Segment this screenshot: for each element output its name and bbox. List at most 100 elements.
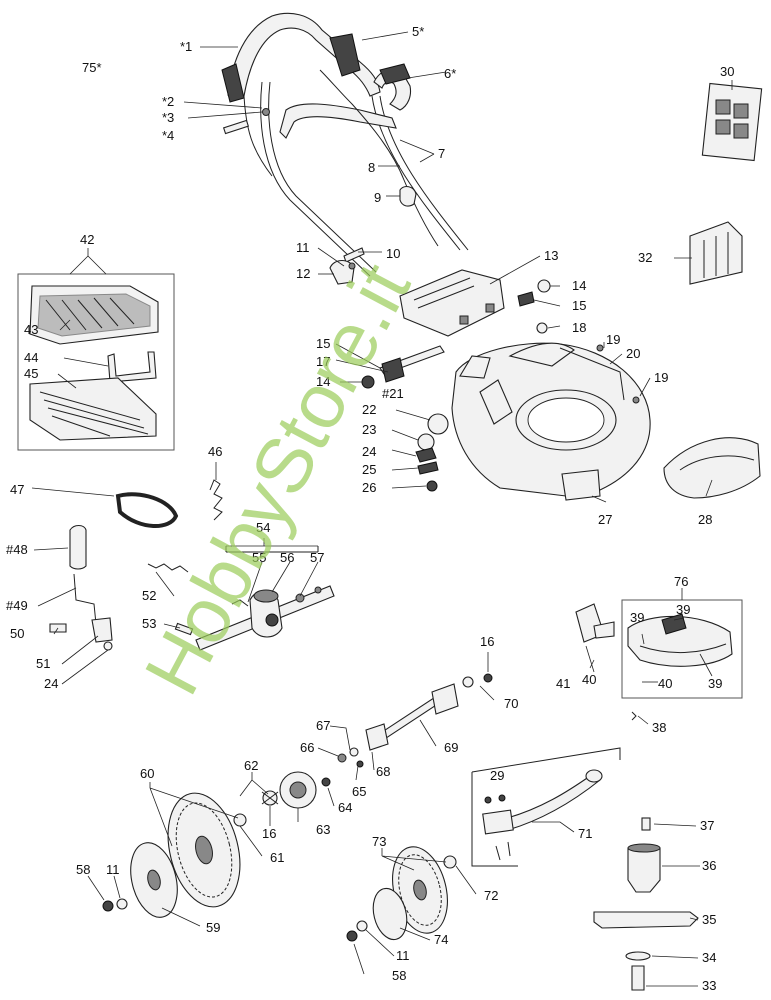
label-67: 67: [316, 718, 330, 733]
label-58b: 58: [392, 968, 406, 983]
label-46: 46: [208, 444, 222, 459]
label-75: 75*: [82, 60, 102, 75]
handle-assembly: [221, 12, 469, 285]
part-46-spring: [209, 479, 223, 521]
label-43: 43: [24, 322, 38, 337]
label-4: *4: [162, 128, 174, 143]
label-22: 22: [362, 402, 376, 417]
label-27: 27: [598, 512, 612, 527]
part-65: [356, 760, 364, 768]
part-27-deck: [451, 342, 651, 501]
label-11c: 11: [396, 948, 410, 963]
label-40a: 40: [582, 672, 596, 687]
label-40b: 40: [658, 676, 672, 691]
label-34: 34: [702, 950, 716, 965]
label-64: 64: [338, 800, 352, 815]
part-18: [536, 322, 548, 334]
label-32: 32: [638, 250, 652, 265]
label-6: 6*: [444, 66, 456, 81]
label-51: 51: [36, 656, 50, 671]
part-42-grass-catcher: [17, 273, 175, 451]
part-69-axle: [365, 673, 493, 751]
part-47-belt: [115, 492, 179, 529]
label-52: 52: [142, 588, 156, 603]
part-58-nut-b: [346, 930, 358, 942]
label-74: 74: [434, 932, 448, 947]
label-16b: 16: [262, 826, 276, 841]
label-11a: 11: [296, 240, 310, 255]
label-12: 12: [296, 266, 310, 281]
part-59-center: [147, 869, 161, 891]
label-30: 30: [720, 64, 734, 79]
label-16a: 16: [480, 634, 494, 649]
label-72: 72: [484, 888, 498, 903]
label-57: 57: [310, 550, 324, 565]
label-73: 73: [372, 834, 386, 849]
label-42: 42: [80, 232, 94, 247]
label-15a: 15: [572, 298, 586, 313]
label-58a: 58: [76, 862, 90, 877]
part-54-gearbox: [195, 546, 335, 651]
part-52-spring: [147, 563, 189, 573]
label-36: 36: [702, 858, 716, 873]
part-number-labels: *1 *2 *3 *4 5* 6* 7 8 9 10 11 12 13 14 1…: [6, 24, 734, 993]
part-20-rod: [559, 347, 625, 401]
part-19-pin-b: [632, 396, 640, 404]
part-37: [641, 817, 651, 831]
part-60-rear-wheel: [167, 792, 247, 908]
label-8: 8: [368, 160, 375, 175]
label-11b: 11: [106, 862, 120, 877]
label-24a: 24: [362, 444, 376, 459]
label-65: 65: [352, 784, 366, 799]
label-71: 71: [578, 826, 592, 841]
label-70: 70: [504, 696, 518, 711]
label-24b: 24: [44, 676, 58, 691]
label-60: 60: [140, 766, 154, 781]
label-19a: 19: [606, 332, 620, 347]
label-5: 5*: [412, 24, 424, 39]
part-11-washer: [116, 898, 128, 910]
label-76: 76: [674, 574, 688, 589]
label-10: 10: [386, 246, 400, 261]
label-1: *1: [180, 39, 192, 54]
part-32: [689, 221, 743, 285]
label-62: 62: [244, 758, 258, 773]
label-14b: 14: [316, 374, 330, 389]
label-47: 47: [10, 482, 24, 497]
label-3: *3: [162, 110, 174, 125]
label-37: 37: [700, 818, 714, 833]
part-14-nut: [537, 279, 551, 293]
label-25: 25: [362, 462, 376, 477]
gear-parts: [261, 771, 331, 809]
label-41: 41: [556, 676, 570, 691]
label-39c: 39: [708, 676, 722, 691]
label-14a: 14: [572, 278, 586, 293]
part-74-cap: [372, 887, 408, 941]
leader-lines: [31, 31, 733, 987]
label-59: 59: [206, 920, 220, 935]
part-15-clip: [517, 291, 535, 307]
part-53-key: [174, 622, 194, 636]
label-56: 56: [280, 550, 294, 565]
label-50: 50: [10, 626, 24, 641]
label-13: 13: [544, 248, 558, 263]
label-39a: 39: [676, 602, 690, 617]
label-17: 17: [316, 354, 330, 369]
label-7: 7: [438, 146, 445, 161]
part-13-rear-flap: [399, 269, 505, 337]
watermark: HobbyStore.it: [127, 249, 427, 708]
label-21: #21: [382, 386, 404, 401]
blade-parts: [593, 817, 699, 991]
label-20: 20: [626, 346, 640, 361]
label-53: 53: [142, 616, 156, 631]
label-66: 66: [300, 740, 314, 755]
part-41-tab: [593, 621, 615, 639]
label-33: 33: [702, 978, 716, 993]
label-29: 29: [490, 768, 504, 783]
part-71-front-axle: [471, 747, 621, 867]
label-18: 18: [572, 320, 586, 335]
label-61: 61: [270, 850, 284, 865]
label-15b: 15: [316, 336, 330, 351]
label-44: 44: [24, 350, 38, 365]
